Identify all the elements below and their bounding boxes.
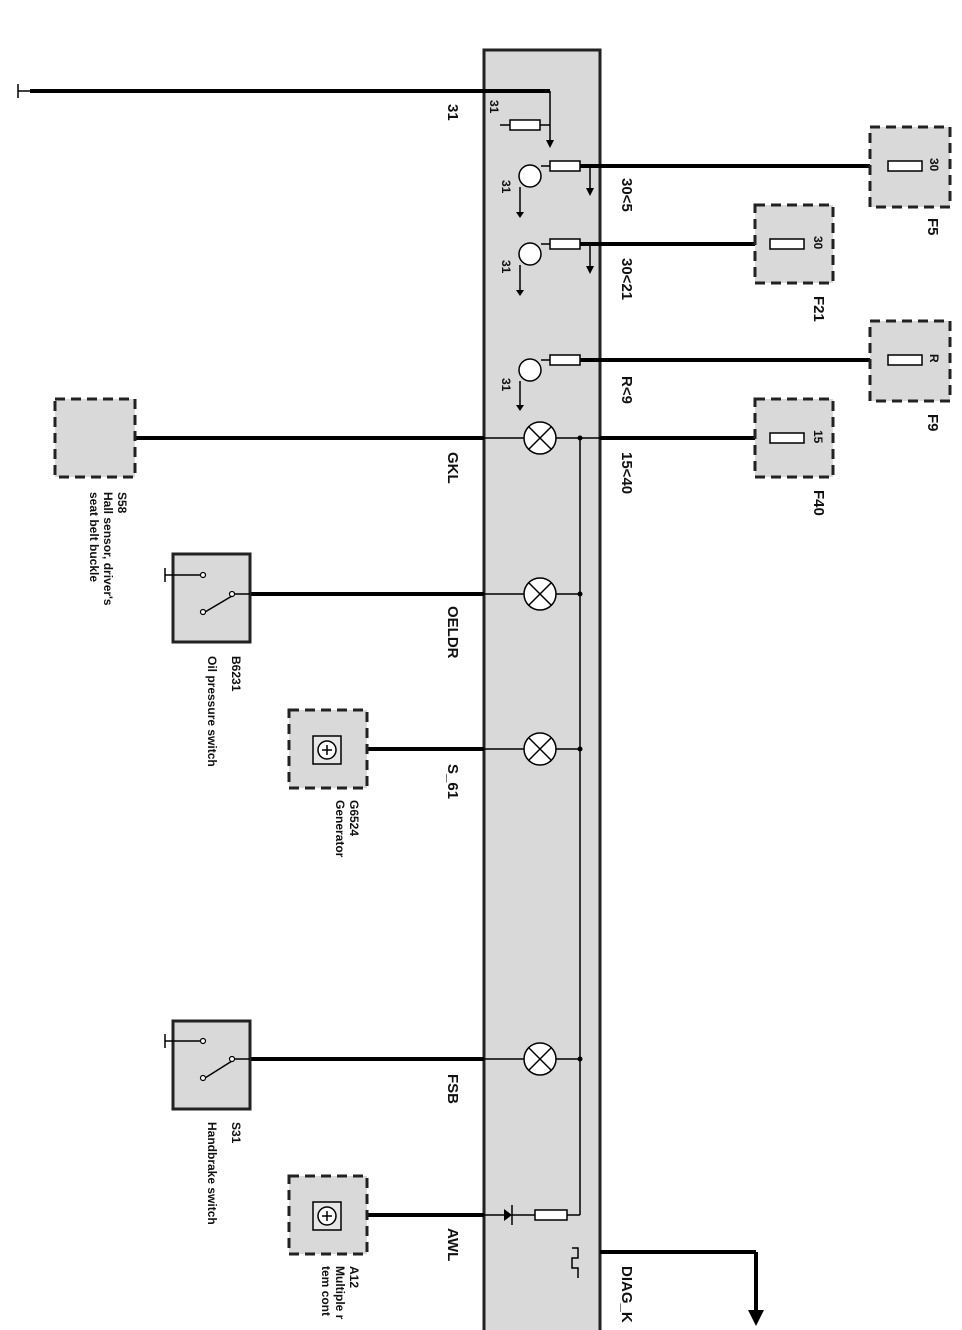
wire-label-fsb: FSB bbox=[444, 1074, 461, 1104]
generator-icon bbox=[312, 735, 342, 765]
wire-label-15-40: 15<40 bbox=[618, 452, 635, 494]
fuse-f40-pin: 15 bbox=[811, 430, 825, 444]
a12-name-line1: Multiple r bbox=[333, 1266, 347, 1320]
s58-name-line1: Hall sensor, driver's bbox=[101, 492, 115, 606]
g6524-name: Generator bbox=[333, 800, 347, 858]
wire-label-diag-k: DIAG_K bbox=[618, 1266, 635, 1323]
switch-icon-b6231 bbox=[164, 568, 250, 616]
wire-label-gkl: GKL bbox=[444, 452, 461, 484]
lamp-oeldr bbox=[250, 577, 583, 611]
pin-label-31-ch2: 31 bbox=[499, 260, 513, 274]
wire-label-31: 31 bbox=[444, 104, 461, 121]
s58-name-line2: seat belt buckle bbox=[87, 492, 101, 582]
fuse-f5-icon bbox=[887, 160, 923, 172]
wire-label-r-9: R<9 bbox=[618, 376, 635, 404]
wire-label-s61: S_61 bbox=[444, 764, 461, 799]
fuse-f9-icon bbox=[887, 354, 923, 366]
fuse-f40-label: F40 bbox=[810, 490, 827, 516]
fuse-f9-pin: R bbox=[927, 354, 941, 363]
fuse-f5-pin: 30 bbox=[927, 158, 941, 172]
s58-id: S58 bbox=[115, 492, 129, 514]
fuse-f21-icon bbox=[769, 238, 805, 250]
wire-label-awl: AWL bbox=[444, 1228, 461, 1261]
transistor-channel-r-9 bbox=[516, 354, 870, 411]
b6231-name: Oil pressure switch bbox=[205, 656, 219, 767]
fuse-f9-label: F9 bbox=[924, 414, 941, 432]
s31-id: S31 bbox=[229, 1122, 243, 1144]
transistor-channel-30-21 bbox=[516, 238, 755, 296]
fuse-f5-label: F5 bbox=[924, 218, 941, 236]
pin-label-31-ch1: 31 bbox=[499, 180, 513, 194]
handbrake-switch-box bbox=[171, 1019, 252, 1111]
a12-name-line2: tem cont bbox=[319, 1266, 333, 1316]
awl-channel bbox=[367, 1205, 580, 1225]
fuse-f21-label: F21 bbox=[810, 296, 827, 322]
restraint-module-icon bbox=[312, 1201, 342, 1231]
pin-label-31: 31 bbox=[487, 100, 501, 114]
wire-label-oeldr: OELDR bbox=[444, 606, 461, 659]
switch-icon-s31 bbox=[164, 1034, 250, 1082]
oil-pressure-switch-box bbox=[171, 552, 252, 644]
b6231-id: B6231 bbox=[229, 656, 243, 692]
transistor-channel-30-5 bbox=[516, 160, 870, 218]
lamp-s61 bbox=[367, 732, 583, 766]
lamp-gkl bbox=[135, 421, 755, 455]
hall-sensor-s58-box bbox=[53, 397, 137, 479]
ground-wire bbox=[17, 84, 554, 148]
fuse-f21-pin: 30 bbox=[811, 236, 825, 250]
diag-k-channel bbox=[571, 1247, 764, 1326]
a12-id: A12 bbox=[347, 1266, 361, 1288]
lamp-fsb bbox=[250, 1042, 583, 1076]
wire-label-30-21: 30<21 bbox=[618, 258, 635, 300]
fuse-f40-icon bbox=[769, 432, 805, 444]
pin-label-31-ch3: 31 bbox=[499, 378, 513, 392]
g6524-id: G6524 bbox=[347, 800, 361, 836]
s31-name: Handbrake switch bbox=[205, 1122, 219, 1225]
wire-label-30-5: 30<5 bbox=[618, 178, 635, 212]
